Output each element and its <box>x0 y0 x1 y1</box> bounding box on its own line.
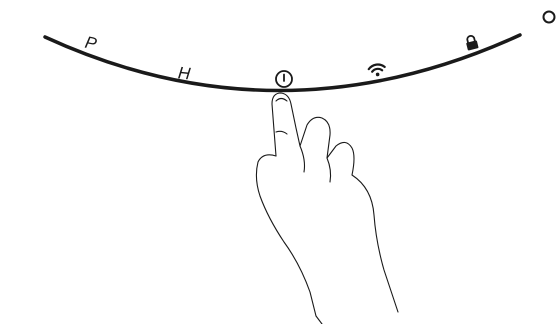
wifi-icon[interactable] <box>368 63 385 77</box>
lock-icon[interactable] <box>465 35 479 51</box>
moon-icon[interactable] <box>11 10 18 25</box>
circle-icon[interactable] <box>544 12 555 23</box>
power-icon[interactable] <box>276 71 292 87</box>
dial-item-p[interactable]: P <box>83 33 99 54</box>
dial-item-h[interactable]: H <box>177 63 192 83</box>
pointing-hand-icon <box>256 93 398 324</box>
